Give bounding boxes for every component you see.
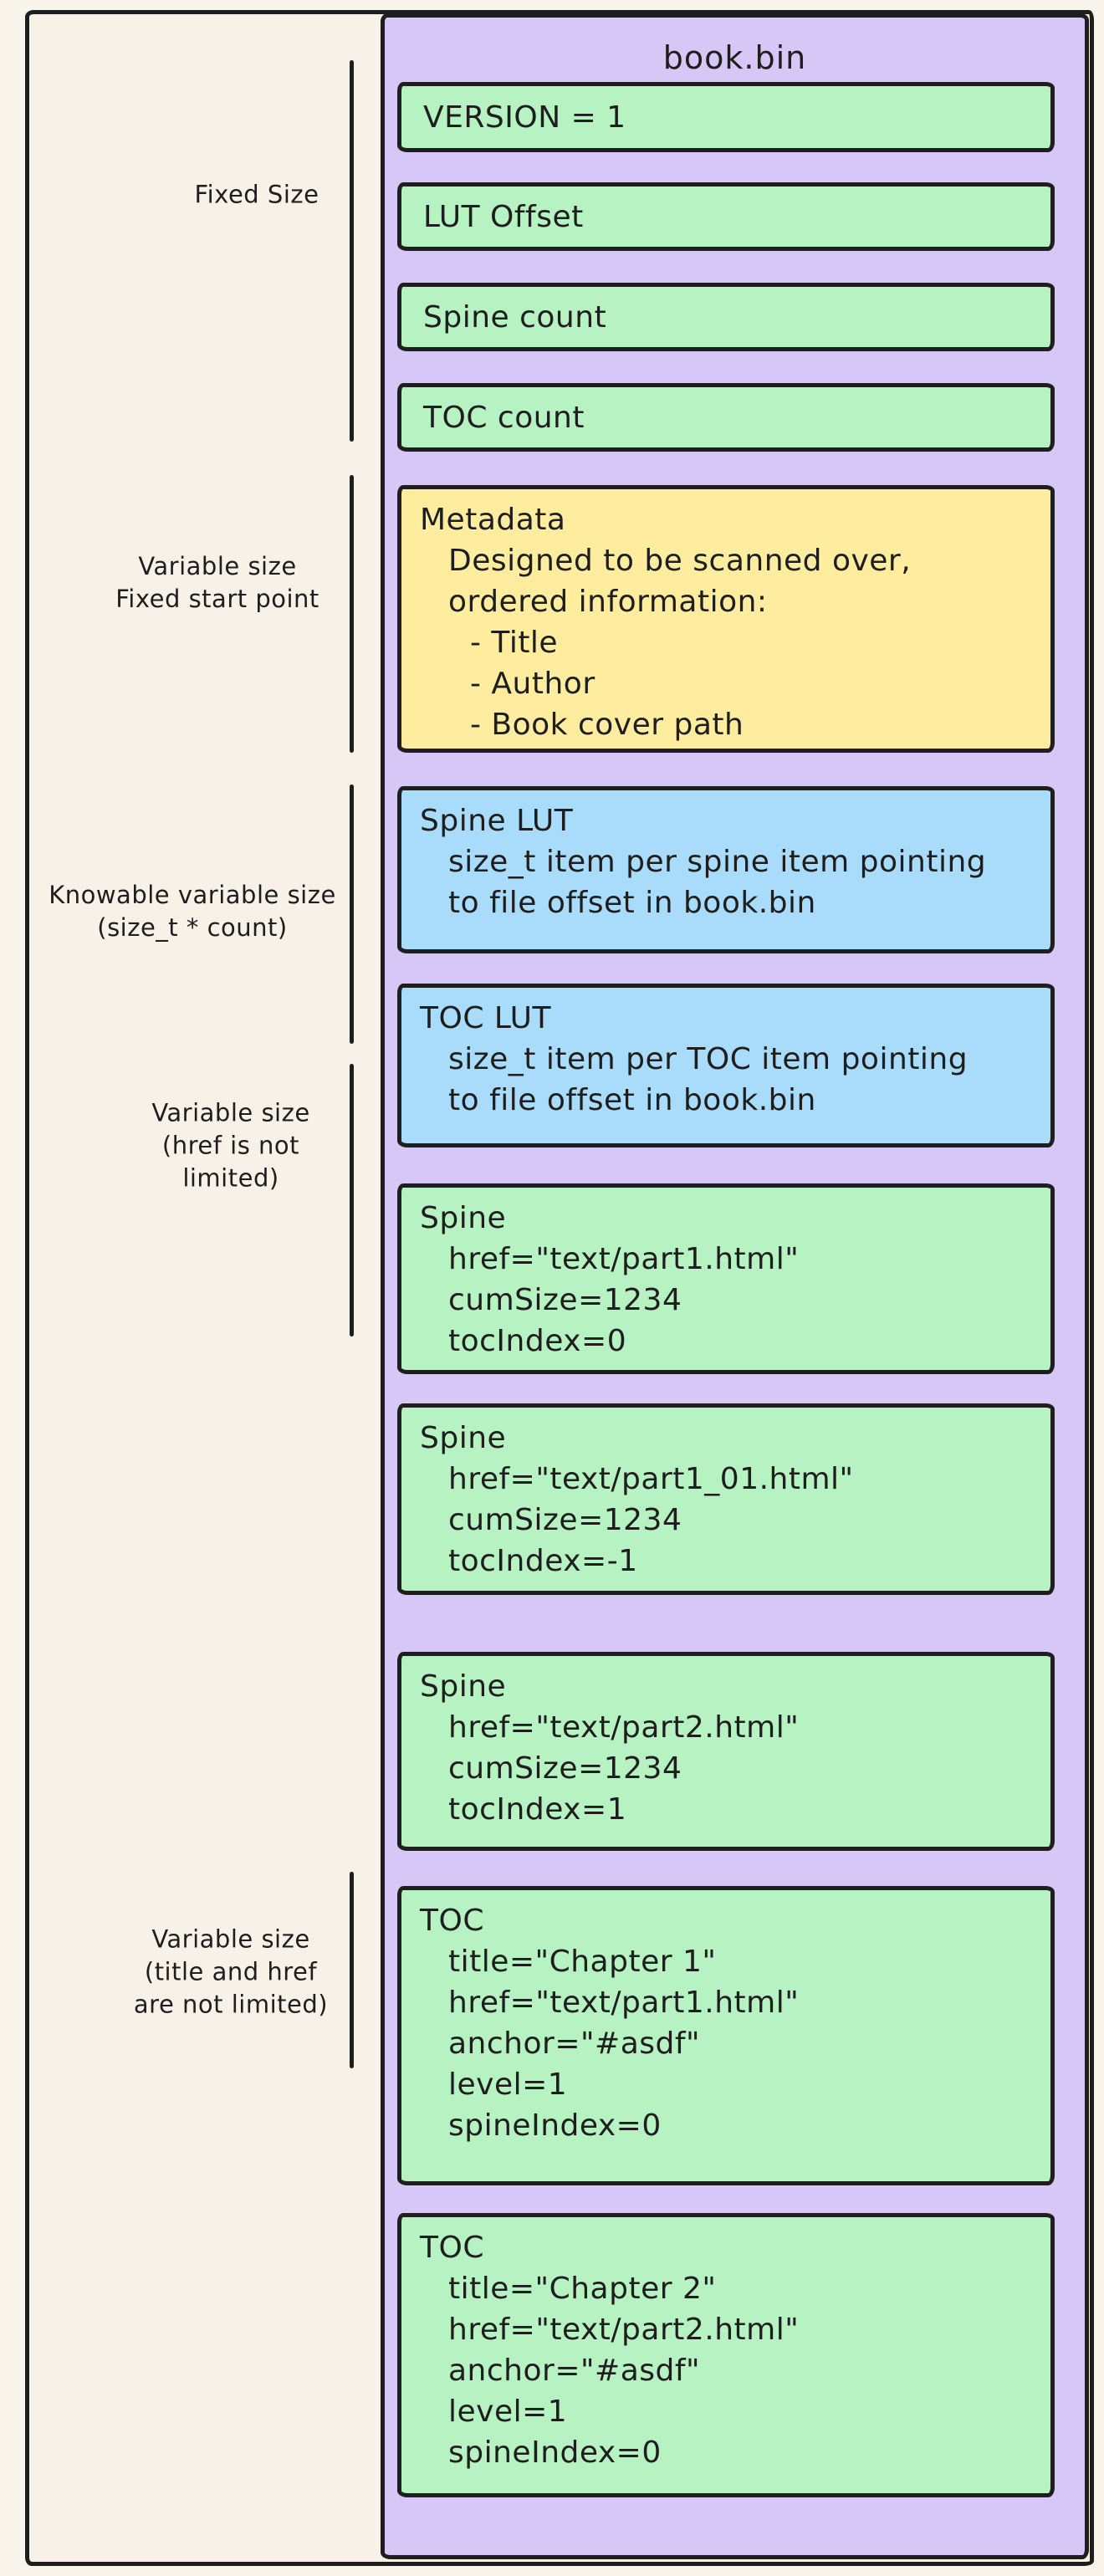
text-line: level=1 (448, 2395, 568, 2429)
text-line: to file offset in book.bin (448, 1083, 816, 1117)
text-line: TOC LUT (420, 1001, 552, 1035)
text-line: - Author (470, 667, 595, 701)
section-label: Variable size (title and href are not li… (133, 1924, 329, 2019)
text-line: anchor="#asdf" (448, 2354, 701, 2388)
text-line: href="text/part1.html" (448, 1242, 800, 1276)
text-line: - Title (470, 626, 559, 660)
text-line: VERSION = 1 (423, 100, 626, 135)
box-toc-count: TOC count (397, 383, 1055, 452)
section-bracket (350, 1872, 354, 2068)
text-line: to file offset in book.bin (448, 886, 816, 920)
text-line: href="text/part2.html" (448, 2313, 800, 2347)
text-line: cumSize=1234 (448, 1283, 682, 1317)
text-line: Spine LUT (420, 804, 574, 838)
text-line: LUT Offset (423, 199, 584, 234)
text-line: level=1 (448, 2067, 568, 2102)
section-label: Variable size (href is not limited) (151, 1098, 310, 1193)
text-line: Designed to be scanned over, (448, 544, 912, 578)
text-line: TOC (420, 1904, 484, 1938)
section-bracket (350, 1064, 354, 1337)
section-bracket (350, 475, 354, 753)
text-line: tocIndex=0 (448, 1324, 627, 1358)
book-bin-title: book.bin (662, 39, 807, 76)
text-line: size_t item per TOC item pointing (448, 1042, 969, 1076)
text-line: href="text/part2.html" (448, 1710, 800, 1745)
text-line: TOC count (423, 400, 585, 435)
box-spine-3: Spine href="text/part2.html" cumSize=1234 t… (397, 1652, 1055, 1851)
box-version: VERSION = 1 (397, 82, 1055, 152)
text-line: href="text/part1.html" (448, 1986, 800, 2020)
text-line: spineIndex=0 (448, 2108, 662, 2143)
text-line: tocIndex=1 (448, 1792, 627, 1827)
text-line: title="Chapter 2" (448, 2272, 717, 2306)
section-bracket (350, 60, 354, 442)
text-line: title="Chapter 1" (448, 1945, 717, 1979)
box-spine-1: Spine href="text/part1.html" cumSize=1234 t… (397, 1183, 1055, 1374)
text-line: cumSize=1234 (448, 1503, 682, 1537)
text-line: tocIndex=-1 (448, 1544, 638, 1578)
text-line: spineIndex=0 (448, 2435, 662, 2470)
section-label: Variable size Fixed start point (115, 552, 319, 613)
section-label: Fixed Size (194, 180, 319, 209)
section-bracket (350, 785, 354, 1044)
box-spine-count: Spine count (397, 283, 1055, 351)
text-line: ordered information: (448, 585, 768, 619)
box-toc-2: TOC title="Chapter 2" href="text/part2.htm… (397, 2213, 1055, 2497)
box-spine-lut: Spine LUT size_t item per spine item poin… (397, 786, 1055, 953)
text-line: Spine (420, 1201, 507, 1235)
text-line: TOC (420, 2231, 484, 2265)
text-line: size_t item per spine item pointing (448, 845, 987, 879)
box-toc-1: TOC title="Chapter 1" href="text/part1.htm… (397, 1886, 1055, 2185)
text-line: Spine (420, 1669, 507, 1704)
text-line: Spine (420, 1421, 507, 1455)
text-line: cumSize=1234 (448, 1751, 682, 1786)
box-lut-offset: LUT Offset (397, 182, 1055, 251)
section-label: Knowable variable size (size_t * count) (49, 881, 336, 942)
box-toc-lut: TOC LUT size_t item per TOC item pointing… (397, 984, 1055, 1147)
box-spine-2: Spine href="text/part1_01.html" cumSize=12… (397, 1403, 1055, 1595)
text-line: Metadata (420, 503, 566, 537)
text-line: Spine count (423, 299, 607, 335)
text-line: anchor="#asdf" (448, 2027, 701, 2061)
text-line: - Book cover path (470, 708, 744, 742)
text-line: href="text/part1_01.html" (448, 1462, 854, 1496)
